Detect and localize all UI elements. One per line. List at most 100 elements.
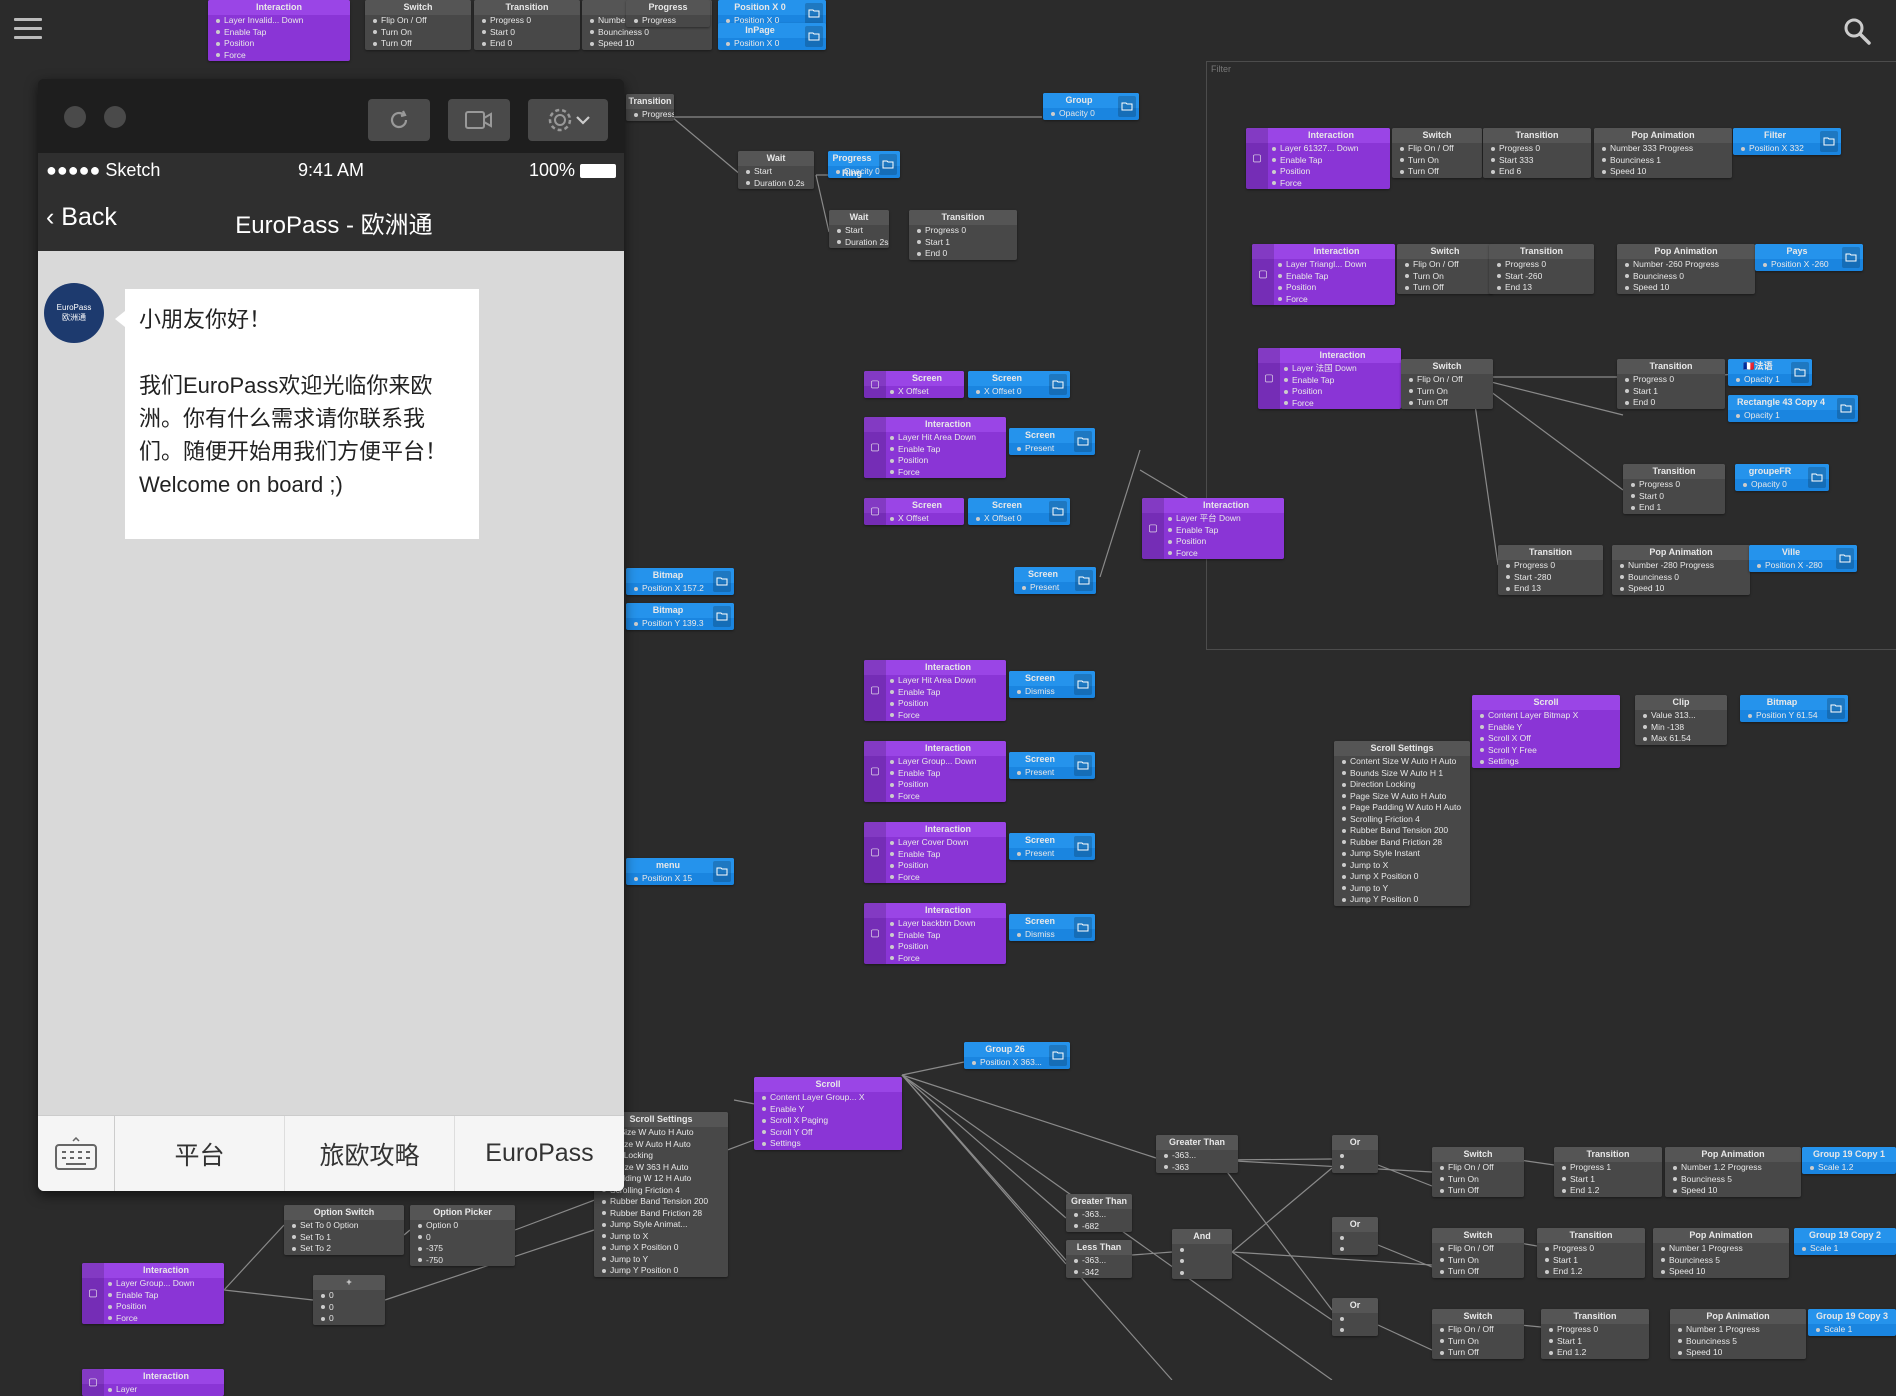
port-dot[interactable] [1340, 1165, 1344, 1170]
port-dot[interactable] [1272, 169, 1276, 174]
port-dot[interactable] [1545, 1258, 1549, 1263]
patch-port[interactable]: Start 1 [909, 237, 1017, 249]
port-dot[interactable] [1409, 400, 1413, 405]
port-dot[interactable] [1342, 771, 1346, 776]
port-dot[interactable] [1643, 713, 1647, 718]
port-dot[interactable] [1342, 863, 1346, 868]
patch-port[interactable]: Flip On / Off [365, 15, 471, 27]
port-dot[interactable] [1400, 169, 1404, 174]
port-dot[interactable] [1497, 274, 1501, 279]
port-dot[interactable] [1180, 1259, 1184, 1264]
patch-port[interactable]: Present [1009, 848, 1095, 860]
port-dot[interactable] [1017, 446, 1021, 451]
port-dot[interactable] [373, 30, 377, 35]
port-dot[interactable] [1278, 285, 1282, 290]
port-dot[interactable] [634, 18, 638, 23]
patch-port[interactable]: Position [82, 1301, 224, 1313]
port-dot[interactable] [1643, 725, 1647, 730]
patch-port[interactable]: Speed 10 [1653, 1266, 1789, 1278]
port-dot[interactable] [1074, 1270, 1078, 1275]
port-dot[interactable] [1562, 1177, 1566, 1182]
patch-port[interactable]: Jump Y Position 0 [1334, 894, 1470, 906]
patch-port[interactable]: Rubber Band Friction 28 [594, 1208, 728, 1220]
patch-port[interactable]: Turn On [1392, 155, 1482, 167]
port-dot[interactable] [1673, 1188, 1677, 1193]
port-dot[interactable] [321, 1305, 325, 1310]
patch-port[interactable]: -363... [1066, 1255, 1132, 1267]
port-dot[interactable] [418, 1223, 422, 1228]
patch-port[interactable]: Force [208, 50, 350, 62]
port-dot[interactable] [1440, 1246, 1444, 1251]
port-dot[interactable] [1440, 1177, 1444, 1182]
patch-port[interactable]: Scale 1 [1794, 1243, 1896, 1255]
port-dot[interactable] [890, 852, 894, 857]
port-dot[interactable] [890, 516, 894, 521]
patch-port[interactable]: Jump Style Animat... [594, 1219, 728, 1231]
port-dot[interactable] [1409, 389, 1413, 394]
patch-port[interactable]: Start 0 [1623, 491, 1725, 503]
patch-port[interactable]: Number 1 Progress [1653, 1243, 1789, 1255]
port-dot[interactable] [890, 678, 894, 683]
port-dot[interactable] [1661, 1258, 1665, 1263]
port-dot[interactable] [1545, 1269, 1549, 1274]
patch-port[interactable] [1332, 1313, 1378, 1325]
port-dot[interactable] [216, 53, 220, 58]
tab-platform[interactable]: 平台 [115, 1116, 285, 1191]
patch-greater-than[interactable]: Greater Than-363...-363 [1156, 1135, 1238, 1173]
port-dot[interactable] [1017, 851, 1021, 856]
patch-port[interactable]: Force [864, 872, 1006, 884]
patch-port[interactable]: Layer backbtn Down [864, 918, 1006, 930]
port-dot[interactable] [1757, 563, 1761, 568]
port-dot[interactable] [890, 759, 894, 764]
patch-port[interactable]: Layer 61327... Down [1246, 143, 1390, 155]
port-dot[interactable] [1272, 181, 1276, 186]
port-dot[interactable] [1763, 262, 1767, 267]
port-dot[interactable] [418, 1258, 422, 1263]
patch-port[interactable]: End 1.2 [1554, 1185, 1662, 1197]
patch-port[interactable]: Enable Tap [208, 27, 350, 39]
patch-port[interactable]: 0 [313, 1290, 385, 1302]
patch-port[interactable]: Speed 10 [1594, 166, 1732, 178]
port-dot[interactable] [890, 933, 894, 938]
patch-port[interactable]: Scroll X Off [1472, 733, 1620, 745]
patch-port[interactable]: Opacity 0 [1735, 479, 1829, 491]
patch-port[interactable]: Position [208, 38, 350, 50]
port-dot[interactable] [1549, 1350, 1553, 1355]
port-dot[interactable] [1491, 146, 1495, 151]
port-dot[interactable] [1620, 575, 1624, 580]
patch-port[interactable]: End 6 [1483, 166, 1591, 178]
port-dot[interactable] [1164, 1165, 1168, 1170]
port-dot[interactable] [1074, 1258, 1078, 1263]
patch-port[interactable]: Force [1246, 178, 1390, 190]
port-dot[interactable] [1562, 1165, 1566, 1170]
port-dot[interactable] [726, 18, 730, 23]
patch-port[interactable]: Scale 1.2 [1802, 1162, 1896, 1174]
port-dot[interactable] [890, 794, 894, 799]
patch-port[interactable]: Turn Off [1432, 1347, 1524, 1359]
port-dot[interactable] [602, 1199, 606, 1204]
patch-port[interactable]: 0 [313, 1313, 385, 1325]
patch-port[interactable]: Bounciness 0 [582, 27, 712, 39]
port-dot[interactable] [1342, 897, 1346, 902]
hamburger-icon[interactable] [14, 18, 42, 40]
patch-port[interactable] [1332, 1150, 1378, 1162]
patch-port[interactable]: Speed 10 [1665, 1185, 1801, 1197]
patch-port[interactable]: Value 313... [1635, 710, 1727, 722]
patch-port[interactable]: Layer Cover Down [864, 837, 1006, 849]
port-dot[interactable] [1022, 585, 1026, 590]
port-dot[interactable] [1074, 1212, 1078, 1217]
port-dot[interactable] [1284, 366, 1288, 371]
patch-port[interactable]: Rubber Band Tension 200 [1334, 825, 1470, 837]
patch-port[interactable]: Rubber Band Friction 28 [1334, 837, 1470, 849]
